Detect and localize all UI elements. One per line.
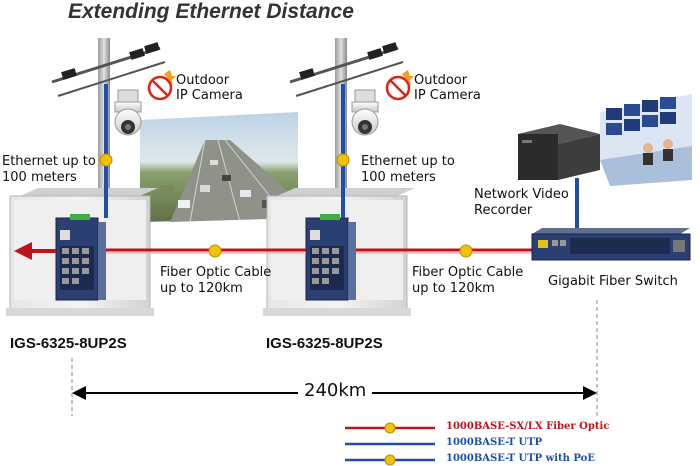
nvr-label-line1: Network Video <box>474 187 569 202</box>
fiber-badge-1 <box>208 244 222 258</box>
ethernet-note-1-line2: 100 meters <box>2 170 77 185</box>
poe-badge-1 <box>99 153 113 167</box>
fiber-badge-2 <box>459 244 473 258</box>
camera-label-2-line2: IP Camera <box>414 88 481 103</box>
legend-graphics <box>345 422 435 466</box>
ethernet-note-2-line2: 100 meters <box>361 170 436 185</box>
camera-badge-icon-2 <box>385 70 414 101</box>
camera-badge-icon-1 <box>147 70 176 101</box>
fiber-link-2 <box>356 248 540 254</box>
camera-label-2: Outdoor IP Camera <box>414 73 481 103</box>
nvr-label: Network Video Recorder <box>474 187 569 219</box>
industrial-switch-1 <box>55 214 106 301</box>
fiber-note-2: Fiber Optic Cable up to 120km <box>412 265 523 297</box>
gigabit-fiber-switch <box>531 228 691 261</box>
fiber-note-2-line1: Fiber Optic Cable <box>412 265 524 280</box>
ethernet-note-2: Ethernet up to 100 meters <box>361 154 455 186</box>
legend-utp: 1000BASE-T UTP <box>446 437 543 448</box>
fiber-note-1-line1: Fiber Optic Cable <box>160 265 272 280</box>
ip-camera-1 <box>104 84 142 174</box>
model-label-2: IGS-6325-8UP2S <box>266 335 383 352</box>
camera-label-1-line1: Outdoor <box>176 73 230 88</box>
outgoing-fiber-arrow <box>14 242 56 260</box>
camera-label-2-line1: Outdoor <box>414 73 468 88</box>
network-video-recorder <box>518 124 600 180</box>
distance-label: 240km <box>298 380 373 401</box>
camera-label-1-line2: IP Camera <box>176 88 243 103</box>
poe-link-2 <box>341 174 345 218</box>
diagram-title: Extending Ethernet Distance <box>68 0 354 23</box>
switch-label: Gigabit Fiber Switch <box>548 274 678 289</box>
nvr-label-line2: Recorder <box>474 203 533 218</box>
ethernet-note-2-line1: Ethernet up to <box>361 154 455 169</box>
highway-photo <box>140 112 298 223</box>
model-label-1: IGS-6325-8UP2S <box>10 335 127 352</box>
fiber-link-1 <box>106 248 306 254</box>
camera-label-1: Outdoor IP Camera <box>176 73 243 103</box>
poe-link-1 <box>104 174 108 218</box>
industrial-switch-2 <box>305 214 356 301</box>
poe-badge-2 <box>336 153 350 167</box>
ethernet-note-1: Ethernet up to 100 meters <box>2 154 96 186</box>
legend-utp-poe: 1000BASE-T UTP with PoE <box>446 453 595 464</box>
ethernet-note-1-line1: Ethernet up to <box>2 154 96 169</box>
ip-camera-2 <box>341 84 379 174</box>
fiber-note-1: Fiber Optic Cable up to 120km <box>160 265 271 297</box>
fiber-note-2-line2: up to 120km <box>412 281 495 296</box>
fiber-note-1-line2: up to 120km <box>160 281 243 296</box>
legend-fiber: 1000BASE-SX/LX Fiber Optic <box>446 421 610 432</box>
utp-link-nvr <box>575 178 579 236</box>
monitoring-room <box>600 94 692 186</box>
